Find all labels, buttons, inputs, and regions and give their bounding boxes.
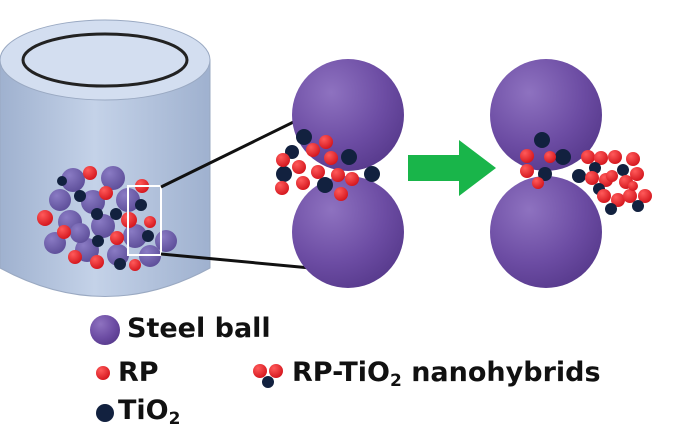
rp-particle — [334, 187, 348, 201]
tio2-particle — [285, 145, 299, 159]
rp-particle — [68, 250, 82, 264]
nanohybrid-cluster — [581, 150, 608, 174]
rp-particle — [90, 255, 104, 269]
rp-particle — [296, 176, 310, 190]
rp-particle — [37, 210, 53, 226]
tio2-particle — [317, 177, 333, 193]
tio2-particle — [572, 169, 586, 183]
legend-symbols — [90, 315, 283, 422]
legend-steel-ball-label: Steel ball — [127, 313, 271, 344]
legend-nanohybrid-icon — [253, 364, 283, 388]
tio2-particle — [135, 199, 147, 211]
tio2-particle — [538, 167, 552, 181]
rp-particle — [144, 216, 156, 228]
tio2-particle — [114, 258, 126, 270]
steel-ball — [155, 230, 177, 252]
tio2-particle — [341, 149, 357, 165]
legend-rp-label: RP — [118, 357, 159, 388]
nanohybrid-cluster — [628, 181, 638, 191]
legend-nanohybrid-label: RP-TiO2 nanohybrids — [292, 357, 601, 391]
rp-particle — [319, 135, 333, 149]
steel-ball — [49, 189, 71, 211]
zoom-indicator — [127, 108, 333, 272]
legend-rp-icon — [96, 366, 110, 380]
tio2-particle — [110, 208, 122, 220]
steel-ball — [70, 223, 90, 243]
tio2-particle — [534, 132, 550, 148]
tio2-particle — [74, 190, 86, 202]
steel-ball-large — [490, 59, 602, 171]
legend-steel-ball-icon — [90, 315, 120, 345]
collision-before — [275, 59, 404, 288]
tio2-particle — [57, 176, 67, 186]
right-arrow-icon — [408, 140, 496, 196]
rp-particle — [306, 143, 320, 157]
rp-particle — [520, 164, 534, 178]
nanohybrid-cluster — [597, 189, 625, 215]
steel-ball-large — [292, 176, 404, 288]
tio2-particle — [555, 149, 571, 165]
nanohybrid-cluster — [623, 189, 652, 212]
rp-particle — [345, 172, 359, 186]
steel-ball — [61, 168, 85, 192]
tio2-particle — [276, 166, 292, 182]
rp-particle — [83, 166, 97, 180]
legend-tio2-label: TiO2 — [118, 395, 181, 429]
rp-particle — [520, 149, 534, 163]
rp-particle — [129, 259, 141, 271]
rp-particle — [311, 165, 325, 179]
rp-particle — [275, 181, 289, 195]
rp-particle — [276, 153, 290, 167]
tio2-particle — [364, 166, 380, 182]
rp-particle — [331, 168, 345, 182]
steel-ball-large — [490, 176, 602, 288]
steel-ball — [101, 166, 125, 190]
tio2-particle — [91, 208, 103, 220]
steel-ball — [81, 190, 105, 214]
tio2-particle — [296, 129, 312, 145]
tio2-particle — [142, 230, 154, 242]
jar-opening — [21, 32, 189, 88]
rp-particle — [110, 231, 124, 245]
rp-particle — [324, 151, 338, 165]
rp-particle — [544, 151, 556, 163]
tio2-particle — [92, 235, 104, 247]
nanohybrid-cluster — [608, 150, 640, 176]
rp-particle — [532, 177, 544, 189]
collision-after — [490, 59, 652, 288]
legend-tio2-icon — [96, 404, 114, 422]
rp-particle — [99, 186, 113, 200]
rp-particle — [57, 225, 71, 239]
rp-particle — [292, 160, 306, 174]
